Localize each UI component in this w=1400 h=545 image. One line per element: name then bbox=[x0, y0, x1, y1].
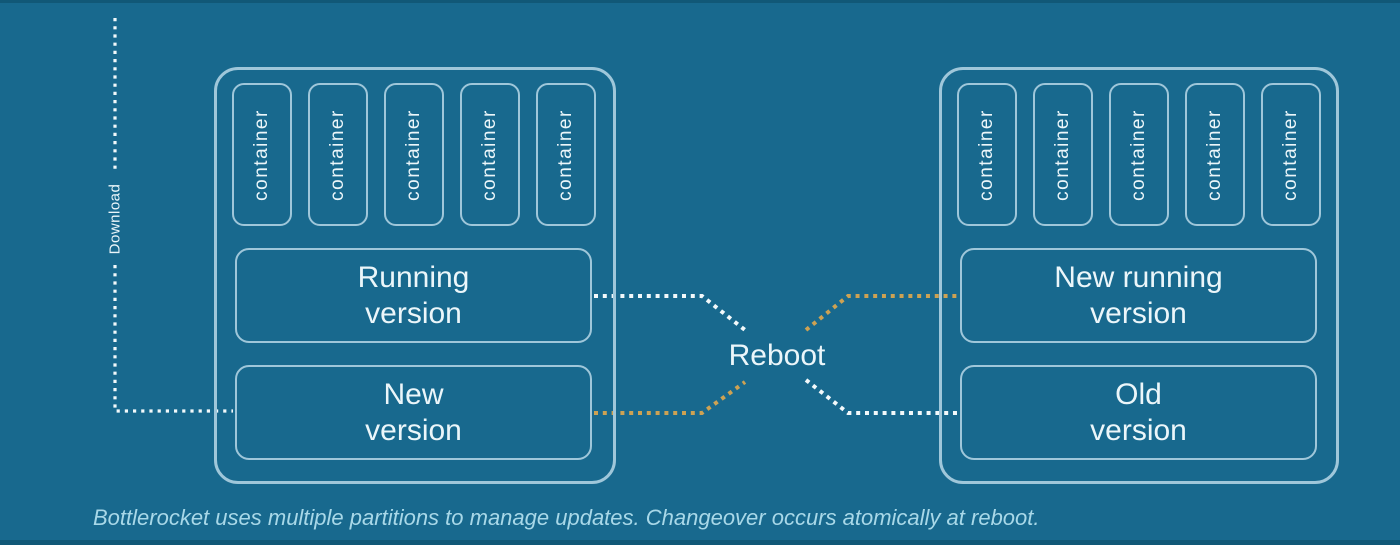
container-box: container bbox=[536, 83, 596, 226]
slot-label-line: version bbox=[365, 296, 462, 330]
new-version-box: New version bbox=[235, 365, 592, 460]
bottom-edge-strip bbox=[0, 540, 1400, 545]
slot-label-line: Running bbox=[357, 260, 470, 294]
container-box: container bbox=[1109, 83, 1169, 226]
reboot-label: Reboot bbox=[728, 339, 826, 372]
connector-running-to-old-left bbox=[594, 294, 747, 332]
container-box: container bbox=[460, 83, 520, 226]
container-label: container bbox=[327, 108, 349, 201]
container-label: container bbox=[1204, 108, 1226, 201]
connector-new-to-newrunning-right bbox=[804, 294, 957, 332]
slot-label-line: New running bbox=[1054, 260, 1223, 294]
new-running-version-box: New running version bbox=[960, 248, 1317, 343]
slot-label-line: version bbox=[365, 413, 462, 447]
slot-label-line: Old bbox=[1115, 377, 1162, 411]
left-container-row: container container container container … bbox=[232, 83, 596, 226]
connector-running-to-old-right bbox=[804, 378, 957, 415]
container-label: container bbox=[976, 108, 998, 201]
top-edge-strip bbox=[0, 0, 1400, 3]
container-box: container bbox=[1261, 83, 1321, 226]
container-box: container bbox=[957, 83, 1017, 226]
container-box: container bbox=[1185, 83, 1245, 226]
container-label: container bbox=[1052, 108, 1074, 201]
container-label: container bbox=[1128, 108, 1150, 201]
container-box: container bbox=[232, 83, 292, 226]
old-version-box: Old version bbox=[960, 365, 1317, 460]
container-label: container bbox=[403, 108, 425, 201]
slot-label-line: version bbox=[1090, 413, 1187, 447]
container-label: container bbox=[251, 108, 273, 201]
container-label: container bbox=[479, 108, 501, 201]
container-box: container bbox=[1033, 83, 1093, 226]
connector-new-to-newrunning-left bbox=[594, 380, 747, 415]
container-box: container bbox=[308, 83, 368, 226]
right-container-row: container container container container … bbox=[957, 83, 1321, 226]
slot-label-line: New bbox=[383, 377, 444, 411]
running-version-box: Running version bbox=[235, 248, 592, 343]
container-label: container bbox=[1280, 108, 1302, 201]
download-label: Download bbox=[106, 183, 124, 255]
slot-label-line: version bbox=[1090, 296, 1187, 330]
container-box: container bbox=[384, 83, 444, 226]
diagram-caption: Bottlerocket uses multiple partitions to… bbox=[93, 505, 1040, 530]
right-partition-box bbox=[939, 67, 1339, 484]
container-label: container bbox=[555, 108, 577, 201]
left-partition-box bbox=[214, 67, 616, 484]
